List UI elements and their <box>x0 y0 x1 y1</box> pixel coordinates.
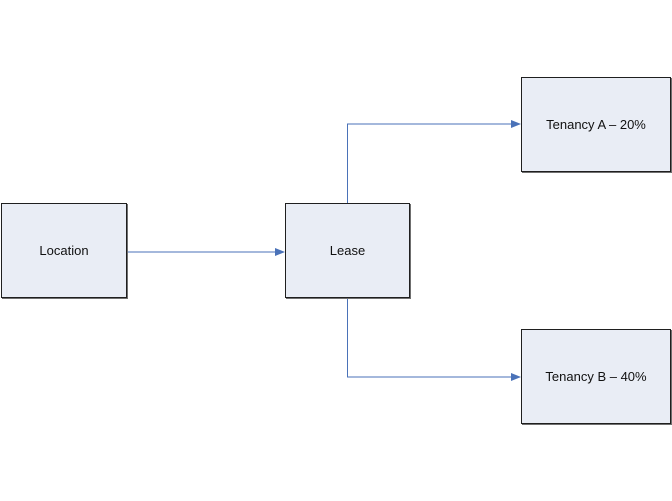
node-lease-label: Lease <box>329 243 366 258</box>
node-tenancy-a-label: Tenancy A – 20% <box>546 117 646 132</box>
connector-lease-to-tenancy-a <box>347 120 521 203</box>
connector-lease-to-tenancy-b <box>347 298 521 381</box>
node-location-label: Location <box>39 243 89 258</box>
node-tenancy-b-label: Tenancy B – 40% <box>545 369 647 384</box>
node-tenancy-a[interactable]: Tenancy A – 20% <box>521 77 671 172</box>
node-tenancy-b[interactable]: Tenancy B – 40% <box>521 329 671 424</box>
node-location[interactable]: Location <box>1 203 127 298</box>
node-lease[interactable]: Lease <box>285 203 410 298</box>
